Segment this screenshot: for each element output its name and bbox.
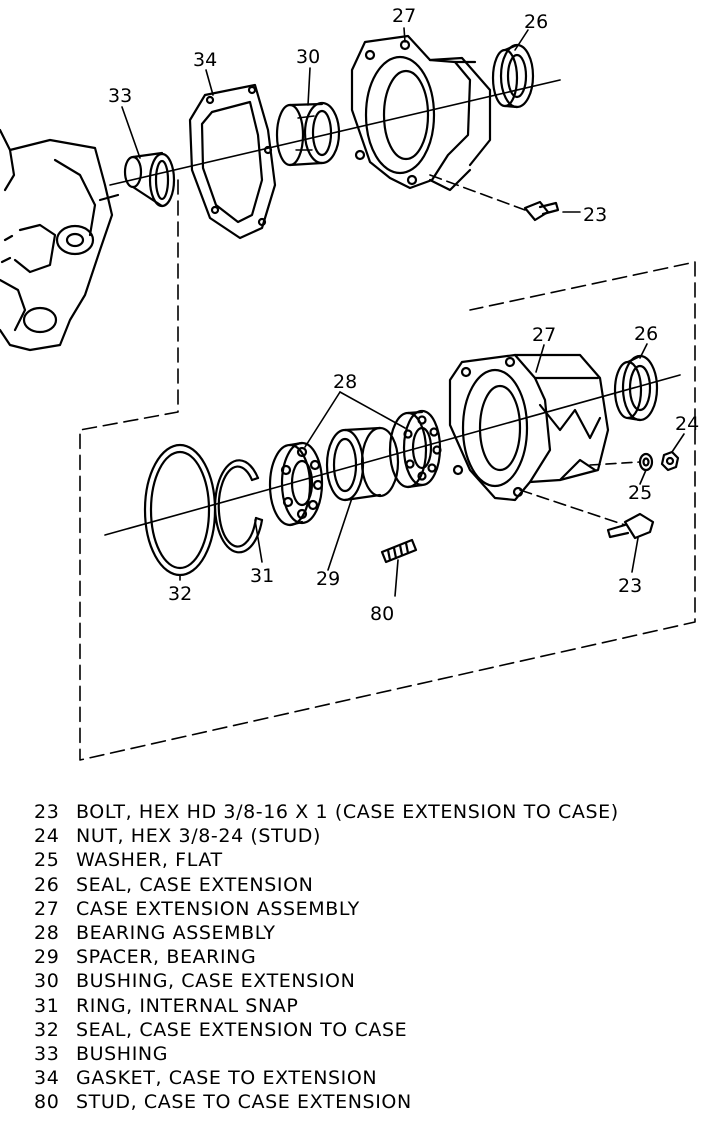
legend-item: 32 SEAL, CASE EXTENSION TO CASE: [34, 1018, 714, 1042]
callout-33: 33: [108, 85, 132, 107]
legend-item-number: 80: [34, 1091, 60, 1114]
callout-28: 28: [333, 371, 357, 393]
bushing-30: [275, 101, 341, 167]
seal-26-upper: [491, 43, 535, 109]
callout-23-upper: 23: [583, 204, 607, 226]
legend-item: 25 WASHER, FLAT: [34, 848, 714, 872]
washer-25: [638, 452, 654, 472]
callout-27-lower: 27: [532, 324, 556, 346]
legend-item: 34 GASKET, CASE TO EXTENSION: [34, 1066, 714, 1090]
legend-item: 23 BOLT, HEX HD 3/8-16 X 1 (CASE EXTENSIO…: [34, 800, 714, 824]
callout-29: 29: [316, 568, 340, 590]
legend-item-description: CASE EXTENSION ASSEMBLY: [76, 897, 360, 920]
legend-item-description: SEAL, CASE EXTENSION: [76, 873, 314, 896]
exploded-parts-diagram: 27 26 34 30 33 23 27 26 28 24 25 32 31 2…: [0, 5, 699, 761]
spacer-29: [325, 426, 400, 502]
legend-item: 33 BUSHING: [34, 1042, 714, 1066]
seal-26-lower: [613, 354, 659, 422]
legend-item-number: 32: [34, 1018, 60, 1041]
legend-item-description: STUD, CASE TO CASE EXTENSION: [76, 1091, 412, 1114]
legend-item-description: BOLT, HEX HD 3/8-16 X 1 (CASE EXTENSION …: [76, 801, 619, 823]
case-extension-27-lower: [448, 353, 610, 502]
callout-31: 31: [250, 565, 274, 587]
legend-item-number: 23: [34, 801, 60, 823]
legend-item-description: BUSHING: [76, 1043, 169, 1066]
legend-item-description: BUSHING, CASE EXTENSION: [76, 970, 356, 993]
transfer-case-housing: [0, 128, 120, 352]
legend-item-description: RING, INTERNAL SNAP: [76, 994, 299, 1017]
nut-24: [660, 450, 680, 472]
gasket-34: [188, 83, 277, 240]
callout-27-upper: 27: [392, 5, 416, 27]
callout-80: 80: [370, 603, 394, 625]
legend-item: 28 BEARING ASSEMBLY: [34, 921, 714, 945]
legend-item-number: 26: [34, 873, 60, 896]
callout-labels: 27 26 34 30 33 23 27 26 28 24 25 32 31 2…: [108, 5, 699, 625]
seal-ring-32: [143, 443, 217, 577]
legend-item-number: 28: [34, 922, 60, 945]
parts-legend: 23 BOLT, HEX HD 3/8-16 X 1 (CASE EXTENSIO…: [34, 800, 714, 1115]
bolt-23-upper: [429, 174, 581, 222]
legend-item: 29 SPACER, BEARING: [34, 945, 714, 969]
callout-25: 25: [628, 482, 652, 504]
callout-32: 32: [168, 583, 192, 605]
legend-item-number: 30: [34, 970, 60, 993]
legend-item-description: BEARING ASSEMBLY: [76, 922, 276, 945]
legend-item: 30 BUSHING, CASE EXTENSION: [34, 969, 714, 993]
legend-item: 31 RING, INTERNAL SNAP: [34, 994, 714, 1018]
legend-item-description: SEAL, CASE EXTENSION TO CASE: [76, 1018, 408, 1041]
legend-item-description: SPACER, BEARING: [76, 946, 257, 969]
bolt-23-lower: [519, 489, 655, 540]
legend-item-number: 25: [34, 849, 60, 872]
legend-item: 24 NUT, HEX 3/8-24 (STUD): [34, 824, 714, 848]
legend-item-description: GASKET, CASE TO EXTENSION: [76, 1067, 378, 1090]
bearing-28-left: [268, 441, 324, 527]
legend-item: 80 STUD, CASE TO CASE EXTENSION: [34, 1090, 714, 1114]
bushing-33: [123, 151, 176, 208]
legend-item-number: 31: [34, 994, 60, 1017]
legend-item-description: WASHER, FLAT: [76, 849, 223, 872]
callout-34: 34: [193, 49, 217, 71]
bearing-28-right: [388, 409, 442, 489]
legend-item-number: 33: [34, 1043, 60, 1066]
callout-23-lower: 23: [618, 575, 642, 597]
callout-26-upper: 26: [524, 11, 548, 33]
legend-item-number: 24: [34, 825, 60, 848]
stud-80: [380, 538, 418, 564]
callout-24: 24: [675, 413, 699, 435]
callout-30: 30: [296, 46, 320, 68]
legend-item-number: 27: [34, 897, 60, 920]
assembly-boundary: [79, 179, 696, 761]
snap-ring-31: [214, 459, 264, 554]
legend-item-number: 29: [34, 946, 60, 969]
legend-item: 26 SEAL, CASE EXTENSION: [34, 873, 714, 897]
legend-item: 27 CASE EXTENSION ASSEMBLY: [34, 897, 714, 921]
legend-item-description: NUT, HEX 3/8-24 (STUD): [76, 825, 322, 848]
legend-item-number: 34: [34, 1067, 60, 1090]
callout-26-lower: 26: [634, 323, 658, 345]
